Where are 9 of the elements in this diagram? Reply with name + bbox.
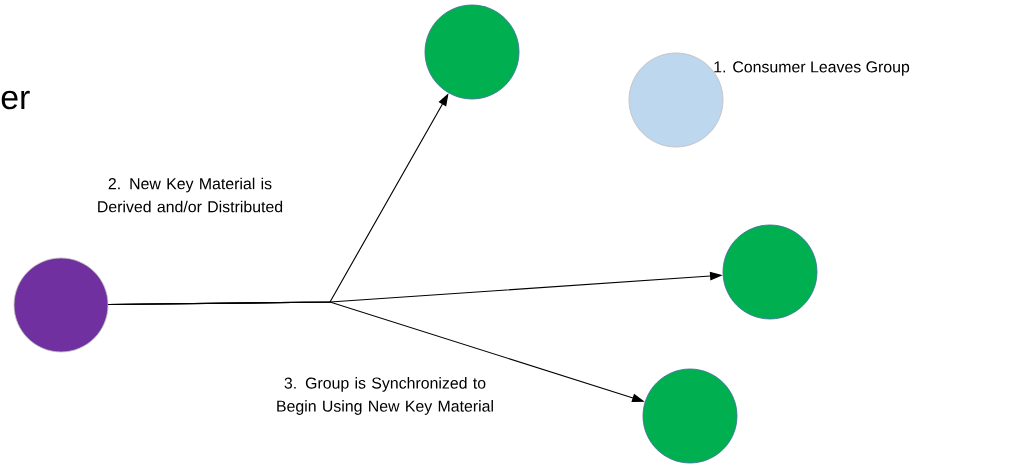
- heading-fragment: er: [1, 90, 30, 110]
- circle: [642, 368, 738, 464]
- step-label: 3. Group is Synchronized to Begin Using New Key Material: [277, 377, 493, 415]
- circle: [722, 224, 818, 320]
- circle: [13, 257, 109, 353]
- node-caption: 1. Consumer Leaves Group: [714, 61, 910, 76]
- circle: [424, 4, 520, 100]
- circle: [628, 52, 724, 148]
- step-label: 2. New Key Material is Derived and/or Distributed: [98, 177, 283, 213]
